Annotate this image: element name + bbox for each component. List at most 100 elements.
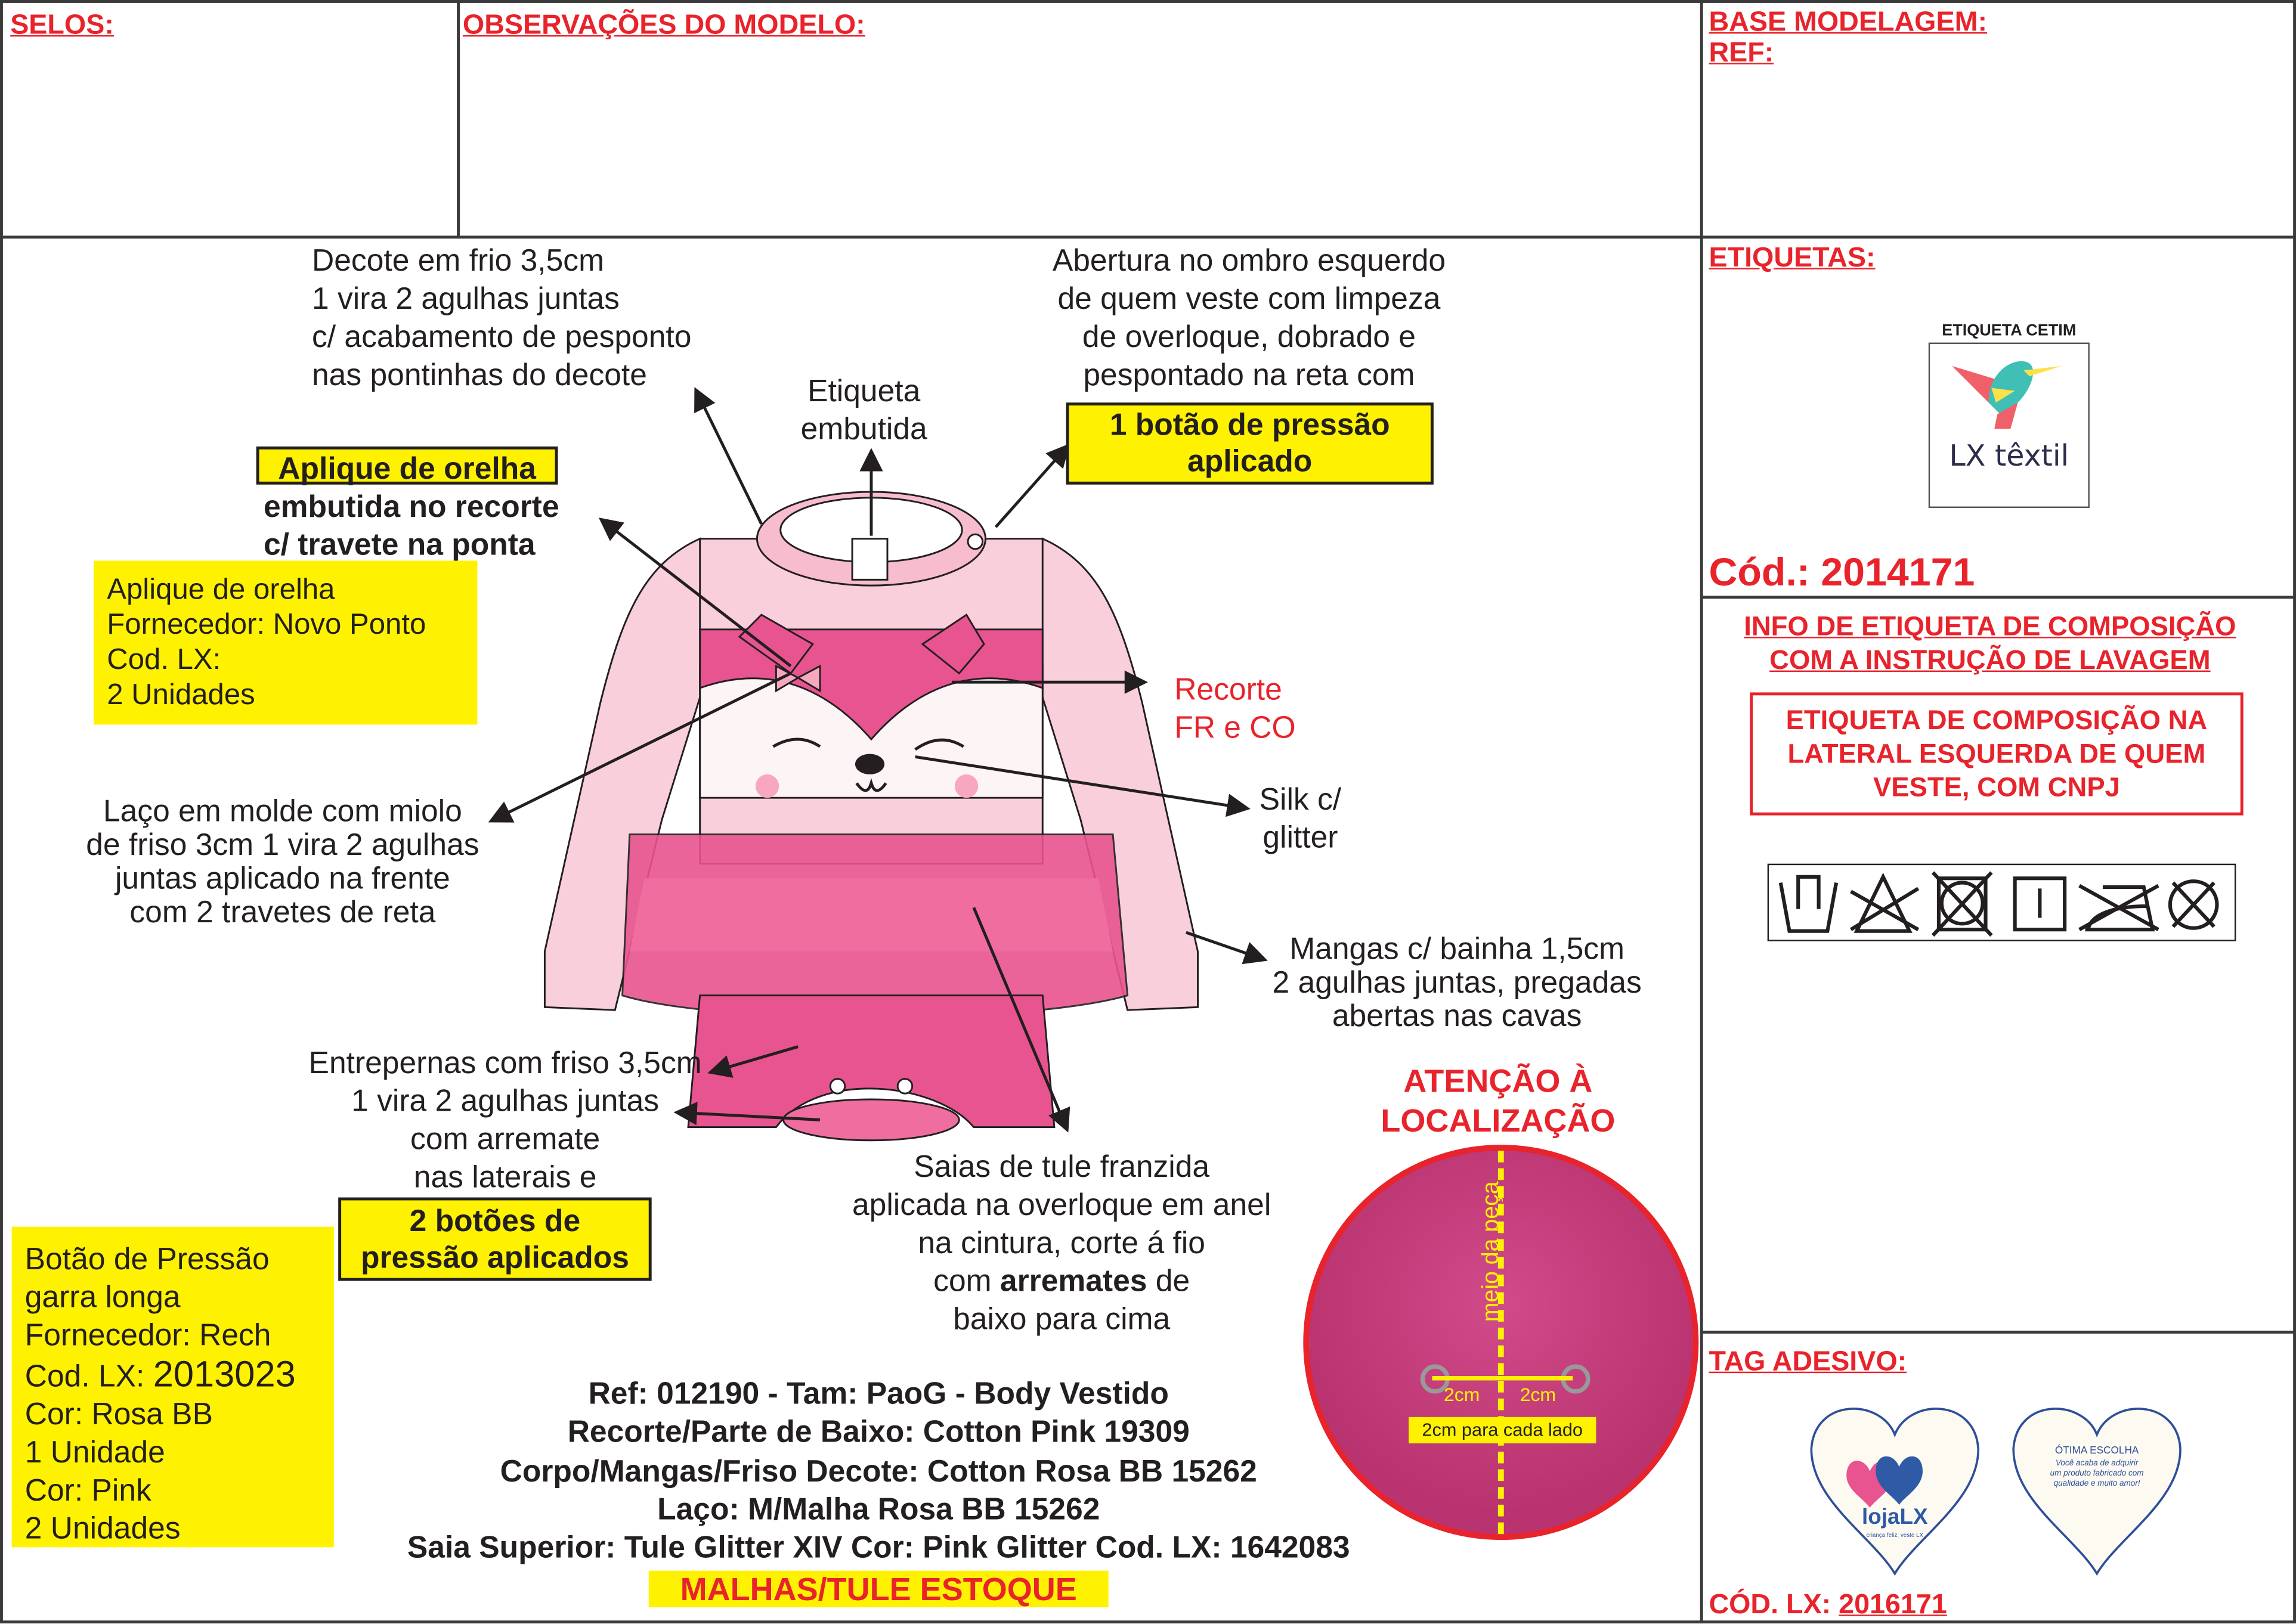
note-line: Cod. LX:	[107, 644, 221, 677]
note-line: de quem veste com limpeza	[1057, 282, 1441, 317]
hummingbird-icon	[1952, 361, 2062, 429]
spec-line: Ref: 012190 - Tam: PaoG - Body Vestido	[588, 1377, 1169, 1412]
text: arremates	[1000, 1265, 1147, 1298]
divider	[0, 235, 2296, 239]
label-code: Cód.: 2014171	[1709, 550, 1975, 594]
title-line: ATENÇÃO À	[1403, 1062, 1593, 1100]
right-sleeve	[1038, 537, 1199, 1011]
tag-back-title: ÓTIMA ESCOLHA	[2054, 1446, 2139, 1457]
box-line: ETIQUETA DE COMPOSIÇÃO NA	[1786, 704, 2208, 735]
etiqueta-note: Etiqueta embutida	[776, 373, 952, 450]
center-line	[1497, 1150, 1504, 1535]
callout-arrows	[488, 387, 1268, 1133]
logo-text: LX têxtil	[1949, 438, 2069, 473]
note-line: 2 Unidades	[24, 1512, 181, 1546]
left-sleeve	[543, 537, 704, 1011]
divider	[1700, 0, 1703, 1624]
code-label: CÓD. LX:	[1709, 1589, 1839, 1621]
saias-note: Saias de tule franzida aplicada na overl…	[813, 1149, 1311, 1339]
base-modelagem-heading: BASE MODELAGEM:	[1709, 7, 1987, 38]
care-symbols-drawing	[1778, 871, 2219, 937]
spec-line: Recorte/Parte de Baixo: Cotton Pink 1930…	[567, 1416, 1190, 1450]
note-line: pressão aplicados	[360, 1241, 629, 1275]
text-line: Você acaba de adquirir	[2055, 1459, 2139, 1468]
note-line: aplicado	[1187, 445, 1313, 479]
entrepernas-highlight: 2 botões de pressão aplicados	[338, 1197, 652, 1281]
fox-face	[772, 737, 964, 792]
note-line: Silk c/	[1259, 783, 1342, 817]
note-line: garra longa	[24, 1281, 181, 1315]
note-line: com arremates de	[813, 1263, 1311, 1301]
note-line: Laço em molde com miolo	[103, 795, 462, 829]
selos-heading: SELOS:	[10, 10, 114, 41]
composition-heading: INFO DE ETIQUETA DE COMPOSIÇÃO COM A INS…	[1703, 609, 2278, 676]
measure-caption: 2cm para cada lado	[1409, 1417, 1596, 1444]
text: com	[933, 1265, 1000, 1298]
note-line: Botão de Pressão	[24, 1242, 270, 1277]
heading-line: COM A INSTRUÇÃO DE LAVAGEM	[1769, 644, 2211, 675]
botao-supplier-box: Botão de Pressão garra longa Fornecedor:…	[11, 1226, 334, 1548]
measure-bar	[1432, 1376, 1573, 1381]
cetim-caption: ETIQUETA CETIM	[1942, 322, 2077, 340]
note-line: nas pontinhas do decote	[312, 358, 647, 393]
aplique-supplier-box: Aplique de orelha Fornecedor: Novo Ponto…	[94, 560, 478, 725]
tag-front: lojaLX criança feliz, veste LX	[1800, 1391, 1990, 1581]
note-line: embutida	[800, 413, 927, 447]
no-bleach-icon	[1850, 872, 1920, 933]
ref-heading: REF:	[1709, 38, 1774, 69]
note-line: Fornecedor: Novo Ponto	[107, 609, 426, 641]
mangas-note: Mangas c/ bainha 1,5cm 2 agulhas juntas,…	[1237, 932, 1677, 1033]
attention-title: ATENÇÃO À LOCALIZAÇÃO	[1308, 1061, 1688, 1140]
tag-back-text: Você acaba de adquirir um produto fabric…	[2002, 1459, 2192, 1490]
note-line: com arremate	[410, 1123, 601, 1157]
note-line: Cor: Pink	[24, 1474, 151, 1508]
entrepernas-note: Entrepernas com friso 3,5cm 1 vira 2 agu…	[264, 1045, 747, 1197]
note-line: Aplique de orelha	[107, 574, 335, 606]
note-line: 2 botões de	[409, 1204, 581, 1239]
note-line: Cor: Rosa BB	[24, 1397, 213, 1432]
location-photo: meio da peça 2cm 2cm 2cm para cada lado	[1303, 1145, 1699, 1541]
composition-box: ETIQUETA DE COMPOSIÇÃO NA LATERAL ESQUER…	[1750, 692, 2244, 816]
note-line: juntas aplicado na frente	[115, 862, 450, 896]
divider	[457, 0, 460, 237]
code-value: 2016171	[1839, 1589, 1947, 1621]
tag-front-slogan: criança feliz, veste LX	[1866, 1531, 1924, 1539]
decote-note: Decote em frio 3,5cm 1 vira 2 agulhas ju…	[312, 243, 691, 395]
silk-note: Silk c/ glitter	[1242, 782, 1359, 858]
divider	[1701, 596, 2296, 599]
note-line: Recorte	[1174, 673, 1282, 707]
right-ear	[921, 613, 985, 675]
note-line: Etiqueta	[807, 374, 921, 409]
title-line: LOCALIZAÇÃO	[1381, 1102, 1616, 1139]
note-line: 1 vira 2 agulhas juntas	[351, 1084, 660, 1118]
note-line: Cod. LX: 2013023	[25, 1356, 334, 1397]
note-line: na cintura, corte á fio	[918, 1226, 1205, 1261]
abertura-note: Abertura no ombro esquerdo de quem veste…	[1015, 243, 1484, 395]
note-line: pespontado na reta com	[1083, 358, 1415, 393]
tag-heading: TAG ADESIVO:	[1709, 1346, 1907, 1378]
observacoes-heading: OBSERVAÇÕES DO MODELO:	[462, 10, 865, 41]
note-line: c/ travete na ponta	[263, 528, 536, 562]
recorte-note: Recorte FR e CO	[1174, 672, 1295, 748]
note-line: 1 vira 2 agulhas juntas	[312, 282, 620, 317]
code-value: 2013023	[153, 1354, 296, 1395]
no-tumble-dry-icon	[1931, 871, 1993, 937]
heading-line: INFO DE ETIQUETA DE COMPOSIÇÃO	[1744, 610, 2236, 641]
note-line: Abertura no ombro esquerdo	[1052, 244, 1446, 278]
neck-label	[851, 538, 889, 581]
shoulder-snap	[967, 533, 984, 550]
note-line: 2 agulhas juntas, pregadas	[1272, 966, 1642, 1000]
text-line: qualidade e muito amor!	[2053, 1480, 2140, 1489]
care-symbols	[1767, 863, 2236, 941]
spec-list: Ref: 012190 - Tam: PaoG - Body Vestido R…	[293, 1376, 1464, 1569]
bow	[775, 664, 821, 693]
note-line: Mangas c/ bainha 1,5cm	[1289, 932, 1624, 966]
no-dry-clean-icon	[2168, 879, 2219, 930]
left-ear	[738, 613, 814, 675]
note-line: 1 botão de pressão	[1109, 408, 1390, 442]
note-line: de overloque, dobrado e	[1082, 320, 1416, 355]
center-label: meio da peça	[1478, 1181, 1504, 1322]
note-line: FR e CO	[1174, 711, 1296, 745]
note-line: Saias de tule franzida	[914, 1150, 1210, 1185]
